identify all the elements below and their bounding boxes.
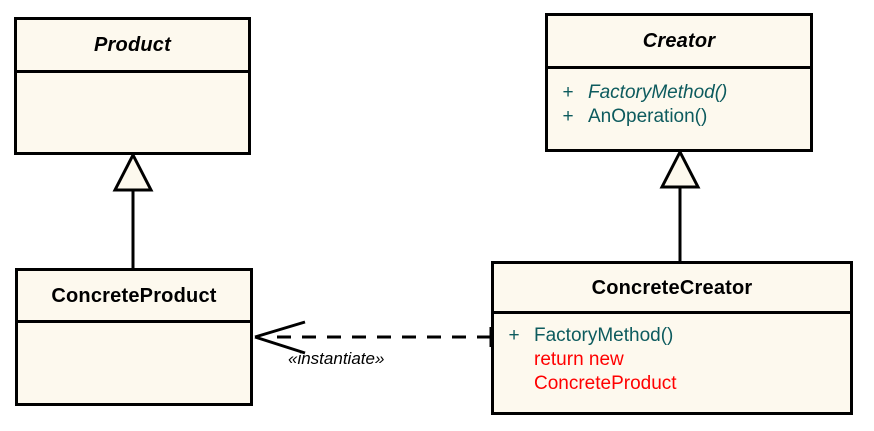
generalization-concretecreator-creator [659,148,701,262]
visibility-marker: + [562,106,574,127]
creator-member-signature: AnOperation() [588,106,708,127]
product-members-compartment [17,73,248,158]
concrete-creator-note-line: ConcreteProduct [534,373,677,394]
creator-member-row[interactable]: + FactoryMethod() [548,81,810,105]
concrete-creator-class-name: ConcreteCreator [591,276,753,299]
concrete-product-class-name: ConcreteProduct [51,284,217,307]
class-box-concrete-creator[interactable]: ConcreteCreator + FactoryMethod() return… [491,261,853,415]
product-class-name: Product [94,34,171,56]
creator-title-compartment: Creator [548,16,810,69]
visibility-marker: + [562,82,574,103]
concrete-creator-title-compartment: ConcreteCreator [494,264,850,314]
concrete-creator-member-row[interactable]: + FactoryMethod() [494,324,850,348]
instantiate-dependency-label: «instantiate» [288,349,385,368]
creator-member-signature: FactoryMethod() [588,82,728,103]
concrete-creator-member-signature: FactoryMethod() [534,325,674,346]
creator-class-name: Creator [642,30,716,52]
inheritance-triangle-left [112,151,154,192]
creator-member-row[interactable]: + AnOperation() [548,105,810,129]
concrete-product-title-compartment: ConcreteProduct [18,271,250,323]
concrete-creator-note-line: return new [534,349,624,370]
concrete-creator-note-row: ConcreteProduct [494,372,850,396]
concrete-creator-members-compartment: + FactoryMethod() return new ConcretePro… [494,314,850,418]
visibility-marker: + [508,325,520,346]
inheritance-triangle-right [659,148,701,189]
class-box-creator[interactable]: Creator + FactoryMethod() + AnOperation(… [545,13,813,152]
class-box-concrete-product[interactable]: ConcreteProduct [15,268,253,406]
class-box-product[interactable]: Product [14,17,251,155]
concrete-creator-note-row: return new [494,348,850,372]
concrete-product-members-compartment [18,323,250,409]
product-title-compartment: Product [17,20,248,73]
creator-members-compartment: + FactoryMethod() + AnOperation() [548,69,810,155]
generalization-concreteproduct-product [112,151,154,268]
